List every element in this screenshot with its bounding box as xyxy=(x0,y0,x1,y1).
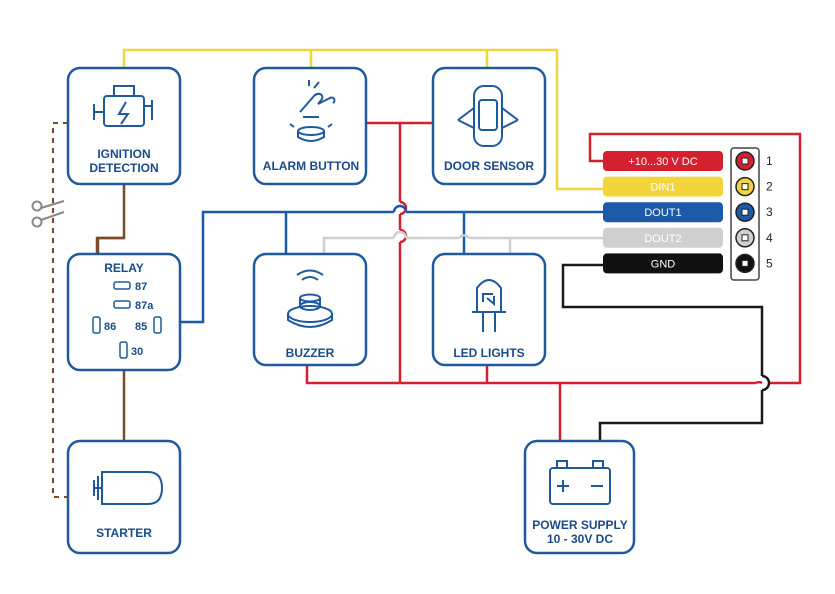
car-open-doors-icon xyxy=(457,85,519,147)
pin-label-tag xyxy=(603,253,723,274)
relay-pin-87a-label: 87a xyxy=(135,300,154,312)
pin-number: 2 xyxy=(766,180,773,194)
power-supply-label-line2: 10 - 30V DC xyxy=(547,532,613,546)
starter-box: STARTER xyxy=(66,439,182,555)
led-icon xyxy=(472,279,506,332)
buzzer-box: BUZZER xyxy=(252,252,368,367)
wire-dout1 xyxy=(162,204,603,324)
pin-number: 3 xyxy=(766,205,773,219)
starter-label: STARTER xyxy=(96,526,152,540)
power-supply-label-line1: POWER SUPPLY xyxy=(532,518,628,532)
relay-pin-87-icon xyxy=(113,281,131,290)
relay-pin-86-icon xyxy=(92,316,101,334)
pin-socket-hole xyxy=(741,208,749,216)
pin-row-3: DOUT1 3 xyxy=(603,202,773,223)
pin-number: 4 xyxy=(766,231,773,245)
buzzer-icon xyxy=(287,269,333,328)
pin-socket-hole xyxy=(741,183,749,191)
scissors-icon xyxy=(31,200,65,228)
wire-cut-dashed xyxy=(52,122,68,498)
pin-label-text: GND xyxy=(651,258,676,270)
wire-din1 xyxy=(122,48,603,191)
pin-socket-hole xyxy=(741,157,749,165)
pin-socket-hole xyxy=(741,259,749,267)
relay-pin-87-label: 87 xyxy=(135,281,147,293)
wire-power-positive xyxy=(305,121,802,441)
led-lights-label: LED LIGHTS xyxy=(453,346,524,360)
door-sensor-box: DOOR SENSOR xyxy=(431,66,547,186)
alarm-button-box: ALARM BUTTON xyxy=(252,66,368,186)
pin-label-text: DOUT2 xyxy=(644,233,681,245)
ignition-detection-box: IGNITION DETECTION xyxy=(66,66,182,186)
pin-label-tag xyxy=(603,202,723,223)
wire-dout2 xyxy=(322,230,603,254)
ignition-label-line2: DETECTION xyxy=(89,161,158,175)
pin-label-tag xyxy=(603,227,723,248)
relay-pin-85-icon xyxy=(153,316,162,334)
pin-label-tag xyxy=(603,176,723,197)
pin-row-4: DOUT2 4 xyxy=(603,227,773,248)
relay-pin-86-label: 86 xyxy=(104,321,116,333)
pin-label-text: DOUT1 xyxy=(644,207,681,219)
relay-pin-30-icon xyxy=(119,341,128,359)
power-supply-box: POWER SUPPLY 10 - 30V DC xyxy=(523,439,636,555)
pin-number: 5 xyxy=(766,256,773,270)
pin-row-2: DIN1 2 xyxy=(603,176,773,197)
pin-row-5: GND 5 xyxy=(603,253,773,274)
relay-box: RELAY 87 87a 86 85 30 xyxy=(66,252,182,372)
pin-row-1: +10...30 V DC 1 xyxy=(603,151,773,171)
pin-label-text: DIN1 xyxy=(650,182,675,194)
pin-socket-hole xyxy=(741,234,749,242)
alarm-button-label: ALARM BUTTON xyxy=(263,159,359,173)
ignition-label-line1: IGNITION xyxy=(97,147,150,161)
hand-press-button-icon xyxy=(289,80,336,142)
pin-number: 1 xyxy=(766,154,773,168)
relay-pin-30-label: 30 xyxy=(131,346,143,358)
relay-title: RELAY xyxy=(104,261,144,275)
engine-icon xyxy=(93,85,153,127)
door-sensor-label: DOOR SENSOR xyxy=(444,159,534,173)
buzzer-label: BUZZER xyxy=(286,346,335,360)
relay-pin-85-label: 85 xyxy=(135,321,147,333)
starter-motor-icon xyxy=(93,471,164,505)
pin-label-tag xyxy=(603,151,723,171)
led-lights-box: LED LIGHTS xyxy=(431,252,547,367)
pin-label-text: +10...30 V DC xyxy=(628,156,697,168)
relay-pin-87a-icon xyxy=(113,300,131,309)
battery-icon xyxy=(549,460,611,505)
wire-ground xyxy=(561,263,771,441)
